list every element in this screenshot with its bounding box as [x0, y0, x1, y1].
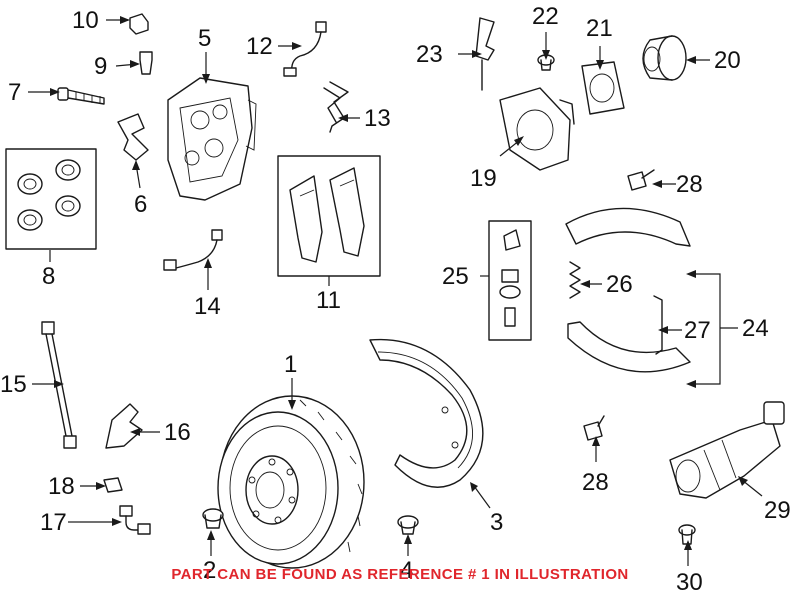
parking-brake-shoe-upper-part-24[interactable]	[565, 207, 691, 247]
piston-seal-kit-part-8[interactable]	[5, 148, 97, 250]
callout-23: 23	[416, 41, 443, 68]
callout-24: 24	[742, 315, 769, 342]
callout-18: 18	[48, 473, 75, 500]
caliper-bolt-part-7[interactable]	[57, 87, 105, 105]
callout-30: 30	[676, 569, 703, 595]
hose-bracket-part-16[interactable]	[105, 403, 143, 449]
pad-spring-part-13[interactable]	[323, 81, 349, 133]
callout-22: 22	[532, 3, 559, 30]
wear-sensor-part-14[interactable]	[163, 229, 223, 271]
shoe-spring-part-26[interactable]	[569, 261, 581, 299]
leader-lines	[28, 19, 763, 566]
callout-3: 3	[490, 509, 503, 536]
sensor-part-28-top[interactable]	[627, 169, 655, 191]
callout-8: 8	[42, 263, 55, 290]
callout-15: 15	[0, 371, 27, 398]
callout-20: 20	[714, 47, 741, 74]
clip-part-18[interactable]	[103, 477, 123, 493]
callout-4: 4	[400, 557, 413, 584]
callout-7: 7	[8, 79, 21, 106]
sensor-connector-part-17[interactable]	[119, 505, 151, 535]
callout-9: 9	[94, 53, 107, 80]
splash-shield-part-3[interactable]	[369, 338, 484, 488]
callout-28-bottom: 28	[582, 469, 609, 496]
adjuster-spring-part-27[interactable]	[653, 295, 663, 355]
callout-5: 5	[198, 25, 211, 52]
callout-2: 2	[203, 557, 216, 584]
sensor-part-28-bottom[interactable]	[583, 415, 605, 441]
backing-plate-part-21[interactable]	[581, 61, 625, 115]
callout-28-top: 28	[676, 171, 703, 198]
brake-pad-set-part-11[interactable]	[277, 155, 381, 277]
callout-29: 29	[764, 497, 791, 524]
brake-rotor-part-1[interactable]	[217, 395, 365, 569]
bolt-part-30[interactable]	[678, 524, 696, 545]
bleeder-screw-part-9[interactable]	[139, 51, 153, 75]
callout-19: 19	[470, 165, 497, 192]
callout-17: 17	[40, 509, 67, 536]
parking-brake-shoe-lower-part-24[interactable]	[567, 321, 691, 373]
callout-26: 26	[606, 271, 633, 298]
callout-numbers: 1 2 3 4 5 6 7 8 9 10 11 12 13 14 15 16 1…	[0, 3, 791, 595]
reference-note: PART CAN BE FOUND AS REFERENCE # 1 IN IL…	[171, 566, 629, 583]
callout-25: 25	[442, 263, 469, 290]
wear-sensor-part-12[interactable]	[283, 21, 327, 77]
callout-1: 1	[284, 351, 297, 378]
hub-carrier-part-19[interactable]	[499, 87, 575, 171]
shield-bolt-part-4[interactable]	[397, 515, 419, 535]
parking-brake-actuator-part-29[interactable]	[669, 401, 785, 499]
callout-16: 16	[164, 419, 191, 446]
wheel-bearing-part-20[interactable]	[642, 35, 687, 81]
callout-13: 13	[364, 105, 391, 132]
brake-caliper-part-5[interactable]	[167, 77, 257, 201]
leader-arrowheads	[50, 16, 748, 550]
callout-12: 12	[246, 33, 273, 60]
callout-10: 10	[72, 7, 99, 34]
rotor-bolt-part-2[interactable]	[202, 508, 224, 529]
caliper-clip-part-6[interactable]	[117, 113, 149, 161]
callout-14: 14	[194, 293, 221, 320]
callout-6: 6	[134, 191, 147, 218]
callout-21: 21	[586, 15, 613, 42]
adjuster-kit-part-25[interactable]	[488, 220, 532, 341]
bleeder-cap-part-10[interactable]	[129, 13, 149, 35]
brake-hose-part-15[interactable]	[41, 321, 77, 449]
callout-27: 27	[684, 317, 711, 344]
callout-11: 11	[316, 287, 341, 314]
